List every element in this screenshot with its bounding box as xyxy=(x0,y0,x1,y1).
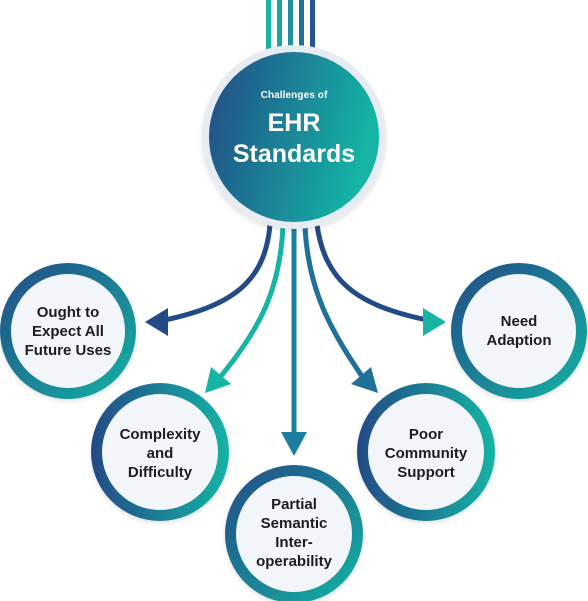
top-stripe xyxy=(310,0,315,52)
center-subtitle: Challenges of xyxy=(260,90,328,101)
connector-poor-community xyxy=(302,225,369,384)
node-inner xyxy=(462,274,576,388)
arrowhead-complexity xyxy=(205,367,231,393)
center-title: EHR Standards xyxy=(232,109,356,168)
connector-complexity xyxy=(214,225,286,384)
arrowhead-ought-to-expect xyxy=(145,308,168,336)
node-ought-to-expect-all-future-uses xyxy=(0,263,136,399)
label-need-adaption: Need Adaption xyxy=(486,313,552,349)
top-stripe xyxy=(288,0,293,52)
top-stripes xyxy=(266,0,315,52)
node-poor-community-support xyxy=(357,383,495,521)
node-inner xyxy=(236,476,352,592)
top-stripe xyxy=(266,0,271,52)
top-stripe xyxy=(299,0,304,52)
node-inner xyxy=(368,394,484,510)
node-partial-semantic-interoperability xyxy=(225,465,363,601)
center-hub xyxy=(202,45,386,229)
connector-ought-to-expect xyxy=(164,224,273,323)
label-poor-community-support: Poor Community Support xyxy=(384,425,468,481)
arrowheads xyxy=(145,308,446,456)
arrowhead-partial-semantic xyxy=(281,432,307,456)
node-inner xyxy=(11,274,125,388)
label-partial-semantic-interoperability: Partial Semantic Inter- operability xyxy=(256,496,332,570)
connectors xyxy=(164,224,428,436)
arrowhead-poor-community xyxy=(351,367,378,393)
label-ought-to-expect-all-future-uses: Ought to Expect All Future Uses xyxy=(24,303,112,359)
arrowhead-need-adaption xyxy=(423,308,446,336)
node-complexity-and-difficulty xyxy=(91,383,229,521)
node-inner xyxy=(102,394,218,510)
connector-need-adaption xyxy=(314,224,428,323)
top-stripe xyxy=(277,0,282,52)
node-need-adaption xyxy=(451,263,587,399)
label-complexity-and-difficulty: Complexity and Difficulty xyxy=(119,425,201,481)
center-circle xyxy=(209,52,379,222)
